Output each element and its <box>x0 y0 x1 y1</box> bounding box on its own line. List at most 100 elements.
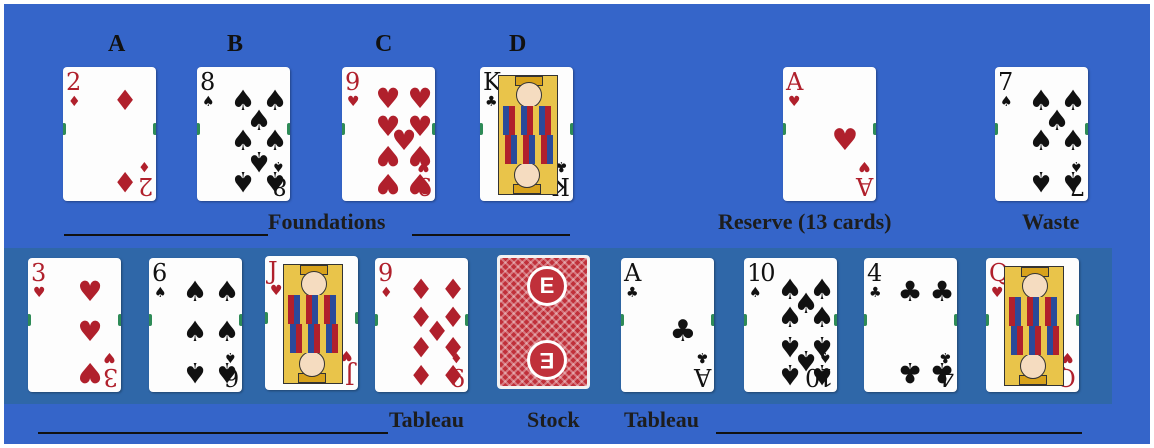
spade-icon: ♠ <box>261 167 289 195</box>
stock-pile[interactable]: E E <box>497 255 590 389</box>
tableau-card-3[interactable]: J♥J♥ <box>265 256 358 390</box>
heart-icon: ♥ <box>406 85 434 113</box>
waste-label: Waste <box>1022 209 1079 235</box>
diamond-icon: ♦ <box>407 276 435 304</box>
spade-icon: ♠ <box>181 358 209 386</box>
club-icon: ♣ <box>928 278 956 306</box>
tableau-left-label: Tableau <box>389 407 464 433</box>
spade-icon: ♠ <box>1059 127 1087 155</box>
stock-logo-bottom: E <box>527 340 567 380</box>
club-icon: ♣ <box>696 350 709 364</box>
court-figure-icon <box>1004 266 1064 386</box>
card-rank: 3 <box>105 366 118 388</box>
tableau-card-2[interactable]: 6♠6♠♠♠♠♠♠♠ <box>149 258 242 392</box>
foundation-card-b[interactable]: 8♠8♠♠♠♠♠♠♠♠♠ <box>197 67 290 201</box>
spade-icon: ♠ <box>229 167 257 195</box>
court-figure-icon <box>498 75 558 195</box>
tableau-card-4[interactable]: 9♦9♦♦♦♦♦♦♦♦♦♦ <box>375 258 468 392</box>
heart-icon: ♥ <box>76 318 104 346</box>
club-icon: ♣ <box>485 95 498 109</box>
card-rank: J <box>347 364 355 386</box>
card-rank: A <box>786 71 801 93</box>
tableau-card-7[interactable]: 4♣4♣♣♣♣♣ <box>864 258 957 392</box>
waste-card[interactable]: 7♠7♠♠♠♠♠♠♠♠ <box>995 67 1088 201</box>
card-rank: J <box>268 260 276 282</box>
foundations-rule-right <box>412 234 570 236</box>
spade-icon: ♠ <box>181 278 209 306</box>
club-icon: ♣ <box>896 278 924 306</box>
card-rank: A <box>624 262 639 284</box>
spade-icon: ♠ <box>181 318 209 346</box>
spade-icon: ♠ <box>1027 167 1055 195</box>
diamond-icon: ♦ <box>439 360 467 388</box>
club-icon: ♣ <box>669 318 697 346</box>
stock-label: Stock <box>527 407 580 433</box>
spade-icon: ♠ <box>213 318 241 346</box>
spade-icon: ♠ <box>213 278 241 306</box>
card-rank: 6 <box>152 262 165 284</box>
diamond-icon: ♦ <box>439 276 467 304</box>
spade-icon: ♠ <box>1027 127 1055 155</box>
card-rank: 9 <box>378 262 391 284</box>
spade-icon: ♠ <box>154 286 167 300</box>
foundation-card-d[interactable]: K♣K♣ <box>480 67 573 201</box>
tableau-card-5[interactable]: A ♣ A ♣ ♣ <box>621 258 714 392</box>
card-rank: A <box>858 175 873 197</box>
heart-icon: ♥ <box>406 141 434 169</box>
foundations-label: Foundations <box>268 209 385 235</box>
spade-icon: ♠ <box>776 304 804 332</box>
card-rank: 8 <box>200 71 213 93</box>
club-icon: ♣ <box>626 286 639 300</box>
heart-icon: ♥ <box>33 286 46 300</box>
heart-icon: ♥ <box>374 169 402 197</box>
card-rank: 2 <box>66 71 79 93</box>
spade-icon: ♠ <box>808 360 836 388</box>
reserve-label: Reserve (13 cards) <box>718 209 892 235</box>
foundation-card-a[interactable]: 2♦2♦♦♦ <box>63 67 156 201</box>
heart-icon: ♥ <box>406 169 434 197</box>
spade-icon: ♠ <box>202 95 215 109</box>
heart-icon: ♥ <box>991 286 1004 300</box>
diamond-icon: ♦ <box>111 167 139 195</box>
card-rank: 4 <box>867 262 880 284</box>
card-rank: 2 <box>140 175 153 197</box>
heart-icon: ♥ <box>374 85 402 113</box>
game-board: A B C D 2♦2♦♦♦ 8♠8♠♠♠♠♠♠♠♠♠ 9♥9♥♥♥♥♥♥♥♥♥… <box>4 4 1150 444</box>
card-rank: 3 <box>31 262 44 284</box>
heart-icon: ♥ <box>347 95 360 109</box>
card-rank: A <box>696 366 711 388</box>
reserve-card[interactable]: A♥A♥♥ <box>783 67 876 201</box>
diamond-icon: ♦ <box>439 332 467 360</box>
foundations-rule-left <box>64 234 268 236</box>
spade-icon: ♠ <box>776 360 804 388</box>
heart-icon: ♥ <box>270 284 283 298</box>
spade-icon: ♠ <box>749 286 762 300</box>
tableau-right-rule <box>716 432 1082 434</box>
heart-icon: ♥ <box>374 141 402 169</box>
diamond-icon: ♦ <box>407 332 435 360</box>
diamond-icon: ♦ <box>111 87 139 115</box>
foundation-card-c[interactable]: 9♥9♥♥♥♥♥♥♥♥♥♥ <box>342 67 435 201</box>
diamond-icon: ♦ <box>380 286 393 300</box>
diamond-icon: ♦ <box>138 159 151 173</box>
card-rank: 10 <box>747 262 774 284</box>
tableau-right-label: Tableau <box>624 407 699 433</box>
spade-icon: ♠ <box>213 358 241 386</box>
diamond-icon: ♦ <box>68 95 81 109</box>
heart-icon: ♥ <box>103 350 116 364</box>
tableau-card-6[interactable]: 10♠10♠♠♠♠♠♠♠♠♠♠♠ <box>744 258 837 392</box>
heart-icon: ♥ <box>788 95 801 109</box>
spade-icon: ♠ <box>1059 167 1087 195</box>
spade-icon: ♠ <box>1000 95 1013 109</box>
stock-logo-top: E <box>527 266 567 306</box>
tableau-card-1[interactable]: 3♥3♥♥♥♥ <box>28 258 121 392</box>
tableau-card-8[interactable]: Q♥Q♥ <box>986 258 1079 392</box>
foundation-letter-a: A <box>108 31 125 58</box>
foundation-letter-d: D <box>509 31 526 58</box>
spade-icon: ♠ <box>808 304 836 332</box>
tableau-left-rule <box>38 432 388 434</box>
club-icon: ♣ <box>896 358 924 386</box>
diamond-icon: ♦ <box>407 360 435 388</box>
heart-icon: ♥ <box>76 278 104 306</box>
heart-icon: ♥ <box>858 159 871 173</box>
